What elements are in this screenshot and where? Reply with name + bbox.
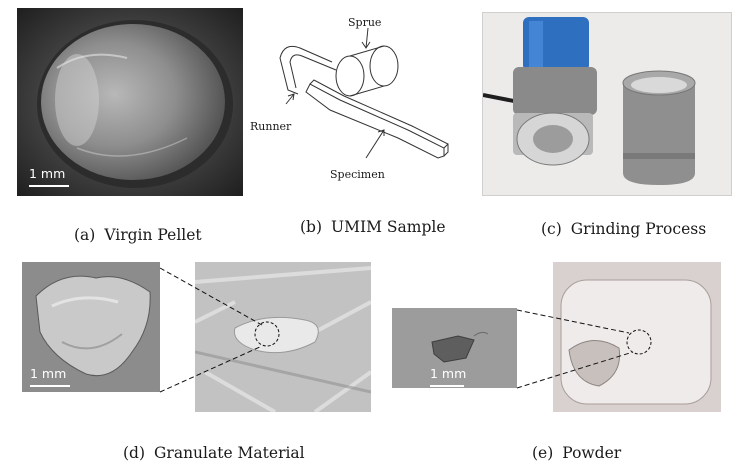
grinder-image: [483, 13, 731, 195]
scale-bar-e: 1 mm: [430, 366, 467, 387]
scale-bar-d: 1 mm: [30, 366, 70, 387]
scale-label-d: 1 mm: [30, 366, 67, 381]
powder-closeup-image: [392, 308, 517, 388]
label-specimen: Specimen: [330, 168, 385, 181]
caption-c: (c) Grinding Process: [541, 220, 706, 238]
label-sprue: Sprue: [348, 16, 382, 29]
granulate-closeup-photo: 1 mm: [22, 262, 160, 392]
scale-label-e: 1 mm: [430, 366, 467, 381]
granulate-closeup-image: [22, 262, 160, 392]
caption-c-tag: (c): [541, 220, 562, 238]
granulate-tray-image: [195, 262, 371, 412]
umim-drawing: [279, 27, 449, 159]
scale-bar-a: 1 mm: [29, 166, 69, 187]
caption-b-tag: (b): [300, 218, 323, 236]
caption-e-tag: (e): [532, 444, 554, 462]
caption-e: (e) Powder: [532, 444, 621, 462]
caption-b: (b) UMIM Sample: [300, 218, 446, 236]
powder-tray-image: [553, 262, 721, 412]
powder-closeup-photo: 1 mm: [392, 308, 517, 388]
caption-a: (a) Virgin Pellet: [74, 226, 202, 244]
caption-c-text: Grinding Process: [570, 220, 707, 238]
grinding-process-photo: [482, 12, 732, 196]
scale-label-a: 1 mm: [29, 166, 66, 181]
caption-d: (d) Granulate Material: [123, 444, 305, 462]
pellet-image: [17, 8, 243, 196]
caption-a-tag: (a): [74, 226, 96, 244]
caption-d-tag: (d): [123, 444, 146, 462]
powder-tray-photo: [553, 262, 721, 412]
caption-a-text: Virgin Pellet: [104, 226, 202, 244]
umim-sample-diagram: Sprue Runner Specimen: [248, 8, 468, 198]
caption-d-text: Granulate Material: [154, 444, 305, 462]
virgin-pellet-photo: 1 mm: [17, 8, 243, 196]
caption-b-text: UMIM Sample: [331, 218, 446, 236]
label-runner: Runner: [250, 120, 292, 133]
granulate-tray-photo: [195, 262, 371, 412]
caption-e-text: Powder: [562, 444, 622, 462]
